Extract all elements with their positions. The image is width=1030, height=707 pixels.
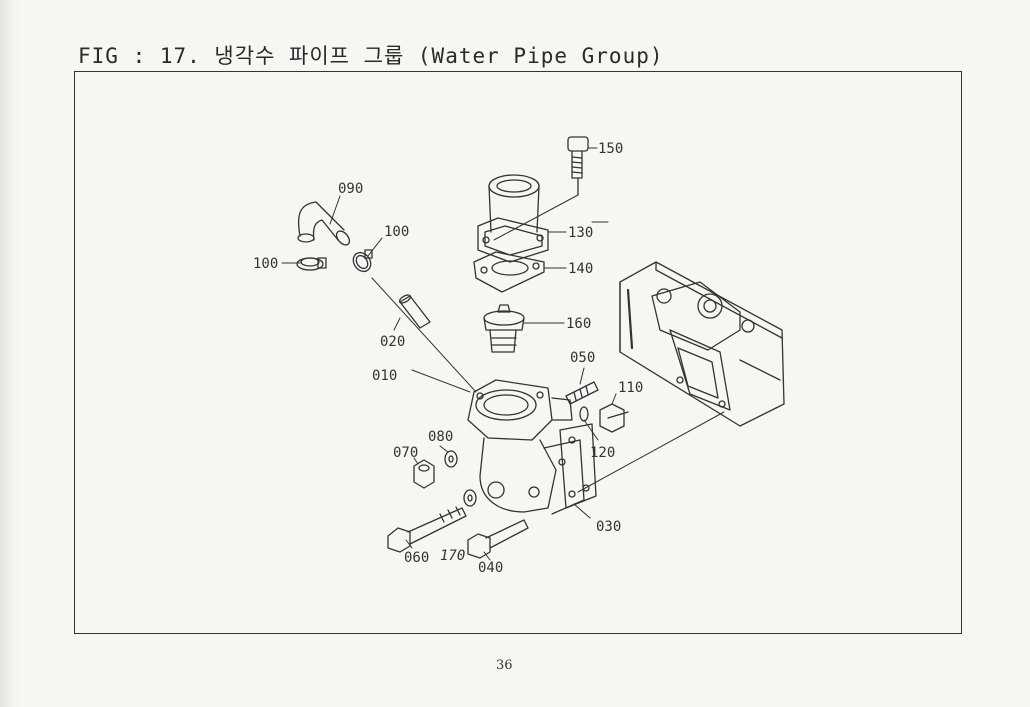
part-110-plug (599, 403, 629, 433)
callout-150: 150 (598, 141, 623, 157)
figure-title: FIG : 17. 냉각수 파이프 그룹 (Water Pipe Group) (78, 44, 664, 68)
part-100-hose-clamp-left (296, 257, 327, 271)
callout-080: 080 (428, 429, 453, 445)
part-070-nut (413, 459, 435, 489)
callout-110: 110 (618, 380, 643, 396)
callout-060: 060 (404, 550, 429, 566)
callout-140: 140 (568, 261, 593, 277)
part-090-elbow-hose (297, 201, 351, 246)
part-080-washer (444, 450, 458, 468)
part-060-bolt (387, 506, 467, 553)
callout-070: 070 (393, 445, 418, 461)
part-030-gasket (559, 423, 597, 509)
part-170-washer (463, 489, 477, 507)
scan-binding-edge (0, 0, 22, 707)
callout-050: 050 (570, 350, 595, 366)
part-020-pipe (398, 294, 431, 329)
leader-lines (281, 147, 725, 561)
part-100-hose-clamp-right (352, 249, 373, 273)
callout-020: 020 (380, 334, 405, 350)
part-150-bolt (567, 136, 589, 196)
cylinder-head-block (619, 261, 785, 427)
callout-160: 160 (566, 316, 591, 332)
callout-170-handwritten: 170 (440, 548, 465, 564)
callout-100-right: 100 (384, 224, 409, 240)
callout-010: 010 (372, 368, 397, 384)
diagram-frame (74, 71, 962, 634)
part-050-stud (565, 381, 599, 405)
callout-labels: 150 130 140 160 090 100 100 020 010 050 … (253, 141, 643, 576)
part-160-thermostat (483, 304, 525, 353)
callout-120: 120 (590, 445, 615, 461)
callout-030: 030 (596, 519, 621, 535)
part-040-bolt (467, 519, 529, 559)
part-010-water-flange-housing (467, 379, 585, 515)
callout-040: 040 (478, 560, 503, 576)
part-140-gasket (473, 251, 545, 293)
callout-100-left: 100 (253, 256, 278, 272)
callout-090: 090 (338, 181, 363, 197)
part-130-outlet-pipe (477, 174, 549, 263)
part-120-washer (579, 406, 589, 422)
page-number: 36 (496, 658, 513, 673)
callout-130: 130 (568, 225, 593, 241)
